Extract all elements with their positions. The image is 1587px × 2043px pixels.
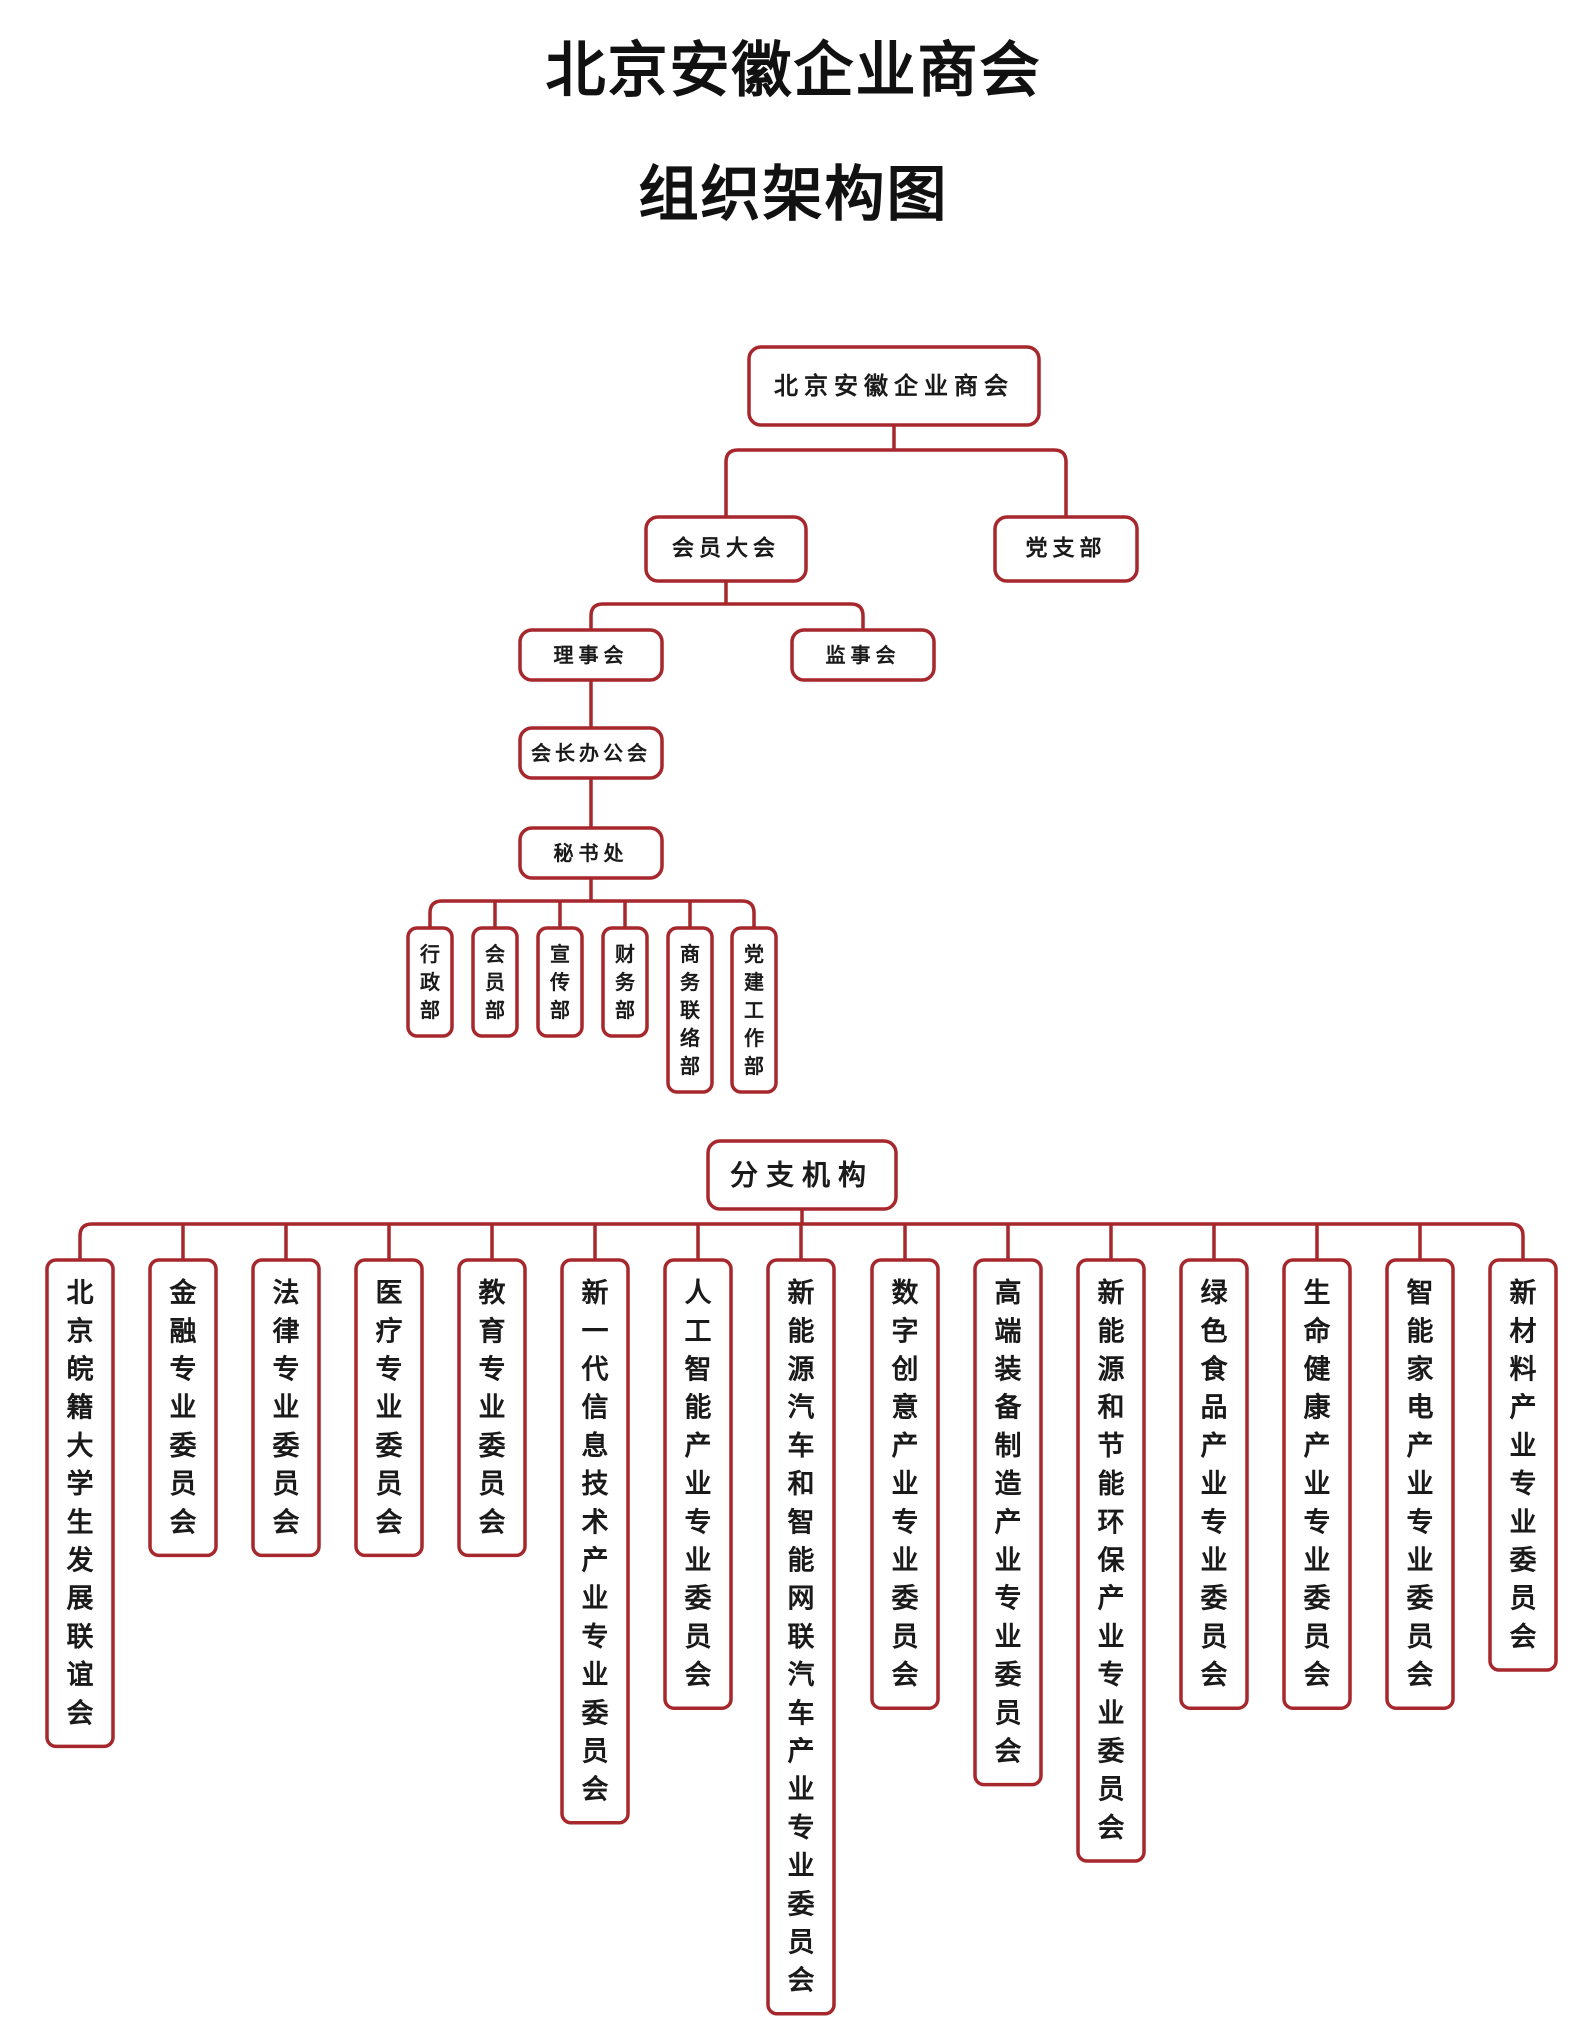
department-5-label: 商务联络部 (680, 942, 701, 1078)
branch-3-label: 法律专业委员会 (273, 1278, 300, 1538)
branch-9: 数字创意产业专业委员会 (870, 1258, 940, 1710)
presidents-office-node-label: 会长办公会 (531, 741, 651, 765)
branch-15: 新材料产业专业委员会 (1488, 1258, 1558, 1672)
department-2: 会员部 (471, 926, 519, 1038)
branch-1: 北京皖籍大学生发展联谊会 (45, 1258, 115, 1749)
branch-10-label: 高端装备制造产业专业委员会 (994, 1277, 1023, 1767)
secretariat-node-label: 秘书处 (554, 841, 629, 865)
branch-7: 人工智能产业专业委员会 (663, 1258, 733, 1710)
members-assembly-node: 会员大会 (644, 515, 808, 583)
party-branch-node-label: 党支部 (1025, 536, 1106, 562)
members-assembly-node-label: 会员大会 (672, 536, 780, 562)
branches-title-node: 分支机构 (706, 1139, 898, 1211)
branch-13: 生命健康产业专业委员会 (1282, 1258, 1352, 1710)
branch-15-label: 新材料产业专业委员会 (1510, 1277, 1537, 1653)
supervisory-board-node: 监事会 (790, 628, 936, 682)
secretariat-branch-bar (428, 899, 756, 928)
branch-3: 法律专业委员会 (251, 1258, 321, 1558)
root-branch-bar (724, 448, 1068, 518)
secretariat-node: 秘书处 (518, 826, 664, 880)
connectors (78, 425, 1525, 1260)
branch-5: 教育专业委员会 (457, 1258, 527, 1558)
branches-title-node-label: 分支机构 (730, 1159, 874, 1192)
department-3-label: 宣传部 (549, 942, 570, 1022)
branch-5-label: 教育专业委员会 (479, 1278, 506, 1538)
branch-14: 智能家电产业专业委员会 (1385, 1258, 1455, 1710)
root-node: 北京安徽企业商会 (747, 345, 1041, 427)
branch-11-label: 新能源和节能环保产业专业委员会 (1097, 1277, 1126, 1844)
branch-1-label: 北京皖籍大学生发展联谊会 (66, 1278, 94, 1729)
department-3: 宣传部 (536, 926, 584, 1038)
page-subtitle: 组织架构图 (638, 160, 949, 230)
assembly-branch-bar (589, 602, 865, 630)
department-4: 财务部 (601, 926, 649, 1038)
branch-9-label: 数字创意产业专业委员会 (891, 1278, 920, 1691)
supervisory-board-node-label: 监事会 (826, 643, 901, 667)
branch-4-label: 医疗专业委员会 (376, 1278, 403, 1538)
council-node-label: 理事会 (554, 643, 629, 667)
branch-7-label: 人工智能产业专业委员会 (685, 1278, 712, 1691)
branch-13-label: 生命健康产业专业委员会 (1304, 1278, 1332, 1691)
branch-12-label: 绿色食品产业专业委员会 (1201, 1278, 1229, 1691)
department-6: 党建工作部 (730, 926, 778, 1094)
department-1-label: 行政部 (419, 942, 441, 1022)
branch-14-label: 智能家电产业专业委员会 (1407, 1278, 1434, 1691)
department-5: 商务联络部 (666, 926, 714, 1094)
branch-6: 新一代信息技术产业专业委员会 (560, 1258, 630, 1825)
department-1: 行政部 (406, 926, 454, 1038)
branch-8: 新能源汽车和智能网联汽车产业专业委员会 (766, 1258, 836, 2016)
branch-4: 医疗专业委员会 (354, 1258, 424, 1558)
page-title: 北京安徽企业商会 (545, 36, 1042, 106)
presidents-office-node: 会长办公会 (518, 726, 664, 780)
branch-10: 高端装备制造产业专业委员会 (973, 1258, 1043, 1787)
branch-8-label: 新能源汽车和智能网联汽车产业专业委员会 (788, 1277, 815, 1997)
department-4-label: 财务部 (615, 942, 636, 1022)
department-6-label: 党建工作部 (744, 942, 764, 1078)
branch-6-label: 新一代信息技术产业专业委员会 (581, 1277, 609, 1806)
root-node-label: 北京安徽企业商会 (774, 372, 1014, 400)
party-branch-node: 党支部 (993, 515, 1139, 583)
department-2-label: 会员部 (485, 942, 505, 1022)
branch-2: 金融专业委员会 (148, 1258, 218, 1558)
branch-2-label: 金融专业委员会 (169, 1277, 198, 1538)
branch-12: 绿色食品产业专业委员会 (1179, 1258, 1249, 1710)
council-node: 理事会 (518, 628, 664, 682)
branch-11: 新能源和节能环保产业专业委员会 (1076, 1258, 1146, 1863)
